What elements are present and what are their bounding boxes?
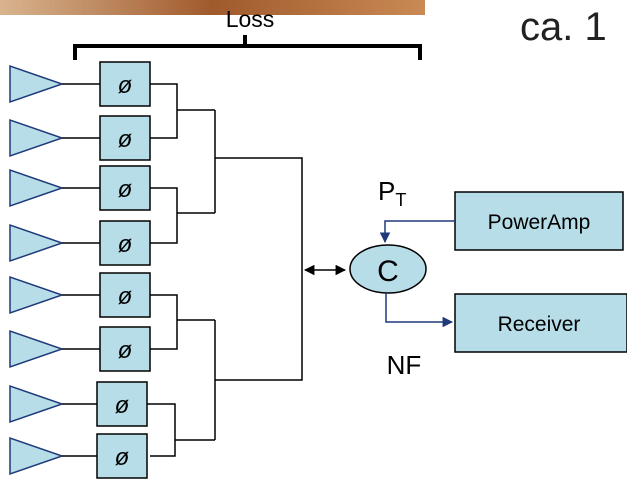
circulator: [349, 244, 427, 294]
antenna-element-icon: [9, 168, 65, 208]
phase-shifter-symbol: ø: [115, 444, 130, 471]
antenna-row: ø: [9, 61, 151, 107]
antenna-element-icon: [9, 436, 65, 476]
antenna-element-icon: [9, 223, 65, 263]
combiner-l2-a: [214, 110, 232, 213]
antenna-row: ø: [9, 115, 151, 161]
pt-label: PT: [378, 176, 406, 210]
receiver-block: [454, 293, 627, 353]
combiner-l1-b: [150, 187, 215, 244]
combiner-tree: [147, 83, 303, 457]
antenna-row: ø: [9, 433, 148, 479]
antenna-element-icon: [9, 329, 65, 369]
photo-strip: [0, 0, 425, 15]
phase-shifter-symbol: ø: [118, 176, 133, 203]
antenna-element-icon: [9, 64, 65, 104]
circulator-label: C: [377, 255, 399, 288]
phase-shifter-symbol: ø: [118, 126, 133, 153]
corner-text: ca. 1: [520, 5, 607, 49]
phase-shifter-symbol: ø: [118, 283, 133, 310]
antenna-element-icon: [9, 384, 65, 424]
antenna-element-icon: [9, 275, 65, 315]
antenna-row: ø: [9, 381, 148, 427]
phase-shifter-symbol: ø: [115, 392, 130, 419]
combiner-l1-c: [150, 294, 215, 350]
combiner-l2-b: [214, 320, 232, 440]
antenna-row: ø: [9, 220, 151, 266]
power-amp-block: [454, 191, 624, 251]
combiner-l1-a: [150, 83, 215, 139]
phase-shifter-box: [99, 326, 151, 372]
power-amp-arrow: [379, 220, 455, 244]
loss-brace: [73, 35, 422, 60]
antenna-row: ø: [9, 165, 151, 211]
phase-shifter-box: [99, 220, 151, 266]
loss-label: Loss: [226, 6, 275, 32]
power-amp-label: PowerAmp: [488, 211, 591, 234]
nf-label: NF: [387, 350, 422, 380]
phase-shifter-box: [99, 272, 151, 318]
receiver-arrow: [385, 293, 454, 328]
antenna-row: ø: [9, 326, 151, 372]
receiver-label: Receiver: [498, 313, 581, 336]
antenna-element-icon: [9, 118, 65, 158]
phase-shifter-symbol: ø: [118, 231, 133, 258]
phase-shifter-symbol: ø: [118, 72, 133, 99]
phase-shifter-box: [96, 433, 148, 479]
antenna-row: ø: [9, 272, 151, 318]
phase-shifter-box: [99, 165, 151, 211]
combiner-l1-d: [147, 403, 215, 457]
phase-shifter-symbol: ø: [118, 337, 133, 364]
combiner-l3: [232, 157, 303, 381]
